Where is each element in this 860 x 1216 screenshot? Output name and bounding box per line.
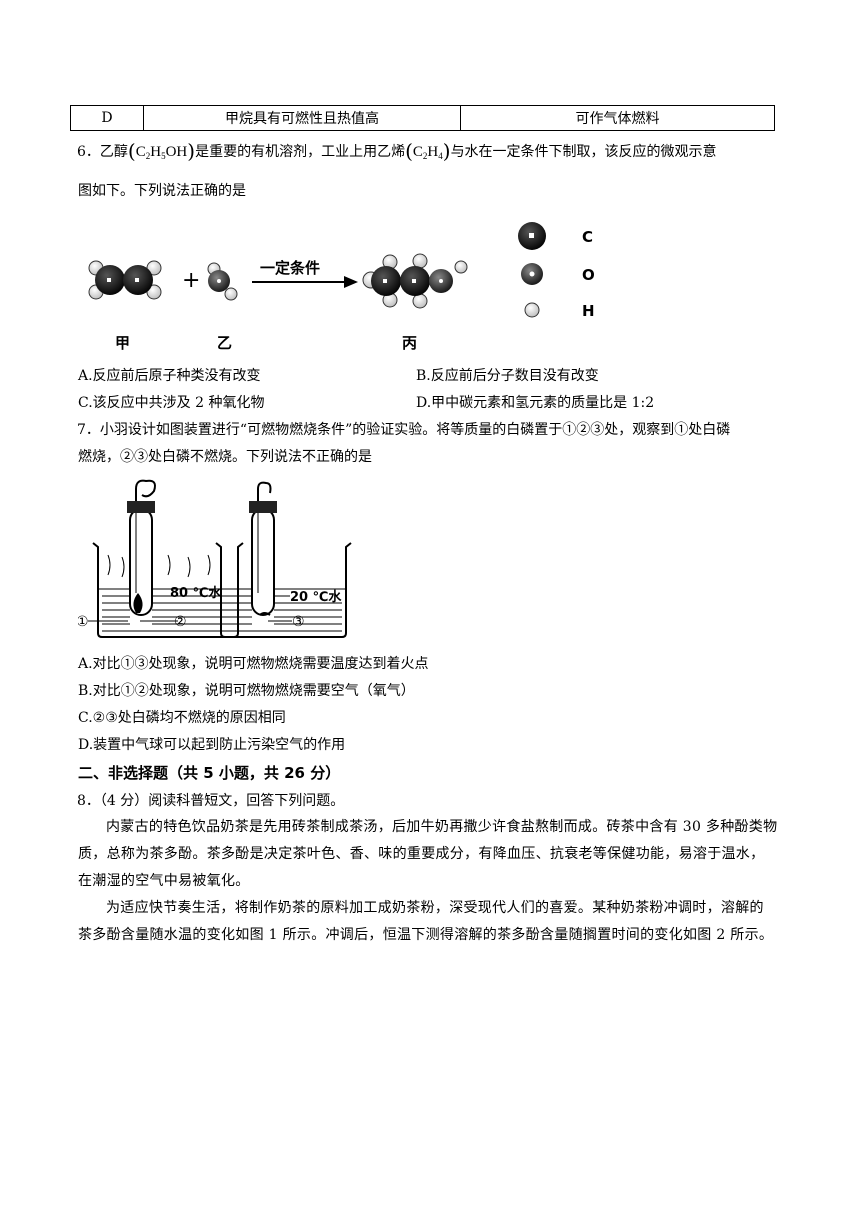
q6-stem-line2: 图如下。下列说法正确的是	[78, 183, 246, 199]
label-yi: 乙	[217, 334, 232, 352]
legend-carbon-label: C	[582, 228, 593, 246]
table-row: D 甲烷具有可燃性且热值高 可作气体燃料	[70, 105, 775, 131]
molecule-bing	[362, 253, 468, 309]
marker-3: ③	[292, 614, 305, 630]
options-table: D 甲烷具有可燃性且热值高 可作气体燃料	[70, 105, 775, 131]
plus-sign: +	[182, 268, 200, 293]
q6-stem-line1: 6．乙醇(C2H5OH)是重要的有机溶剂，工业上用乙烯(C2H4)与水在一定条件…	[77, 139, 717, 163]
molecule-yi	[207, 262, 238, 301]
q7-stem-line1: 7．小羽设计如图装置进行“可燃物燃烧条件”的验证实验。将等质量的白磷置于①②③处…	[77, 422, 731, 438]
q7-option-a: A.对比①③处现象，说明可燃物燃烧需要温度达到着火点	[78, 656, 429, 672]
q6-text2: 与水在一定条件下制取，该反应的微观示意	[450, 144, 717, 160]
legend-oxygen-label: O	[582, 266, 595, 284]
q8-intro: 8．（4 分）阅读科普短文，回答下列问题。	[77, 793, 345, 809]
q6-option-a: A.反应前后原子种类没有改变	[78, 368, 261, 384]
beaker-80	[92, 479, 244, 638]
q6-option-d: D.甲中碳元素和氢元素的质量比是 1:2	[416, 395, 655, 411]
q6-option-b: B.反应前后分子数目没有改变	[416, 368, 599, 384]
q7-option-c: C.②③处白磷均不燃烧的原因相同	[78, 710, 286, 726]
apparatus-diagram: 80 ℃水 ① ② 20 ℃水 ③	[78, 479, 352, 638]
formula-c2h4: C2H4	[412, 144, 443, 161]
arrow-label: 一定条件	[260, 259, 320, 277]
q6-option-c: C.该反应中共涉及 2 种氧化物	[78, 395, 265, 411]
legend-hydrogen-label: H	[582, 302, 595, 320]
label-20c-water: 20 ℃水	[290, 589, 342, 605]
molecule-jia	[88, 260, 162, 300]
beaker-20	[215, 481, 352, 638]
atom-legend: C O H	[518, 222, 595, 320]
label-80c-water: 80 ℃水	[170, 585, 222, 601]
q7-stem-line2: 燃烧，②③处白磷不燃烧。下列说法不正确的是	[78, 449, 372, 465]
q6-ethanol-name: 乙醇	[99, 144, 128, 160]
section-title: 二、非选择题（共 5 小题，共 26 分）	[78, 764, 341, 782]
q7-option-d: D.装置中气球可以起到防止污染空气的作用	[78, 737, 346, 753]
q6-number: 6．	[77, 144, 100, 160]
legend-hydrogen-icon	[524, 302, 540, 318]
table-cell-use: 可作气体燃料	[460, 105, 775, 131]
q8-paragraph-2: 为适应快节奏生活，将制作奶茶的原料加工成奶茶粉，深受现代人们的喜爱。某种奶茶粉冲…	[78, 900, 774, 943]
formula-c2h5oh: C2H5OH	[135, 144, 188, 161]
q8-paragraph-1: 内蒙古的特色饮品奶茶是先用砖茶制成茶汤，后加牛奶再撒少许食盐熬制而成。砖茶中含有…	[78, 819, 778, 889]
q6-text1: 是重要的有机溶剂，工业上用乙烯	[195, 144, 406, 160]
marker-1: ①	[78, 614, 89, 630]
table-cell-property: 甲烷具有可燃性且热值高	[143, 105, 461, 131]
marker-2: ②	[174, 614, 187, 630]
label-jia: 甲	[115, 334, 130, 352]
table-cell-label: D	[70, 105, 144, 131]
reaction-arrow	[252, 276, 358, 288]
q7-option-b: B.对比①②处现象，说明可燃物燃烧需要空气（氧气）	[78, 683, 415, 699]
label-bing: 丙	[402, 334, 417, 352]
reaction-diagram: + 一定条件 甲 乙 丙	[88, 253, 468, 352]
